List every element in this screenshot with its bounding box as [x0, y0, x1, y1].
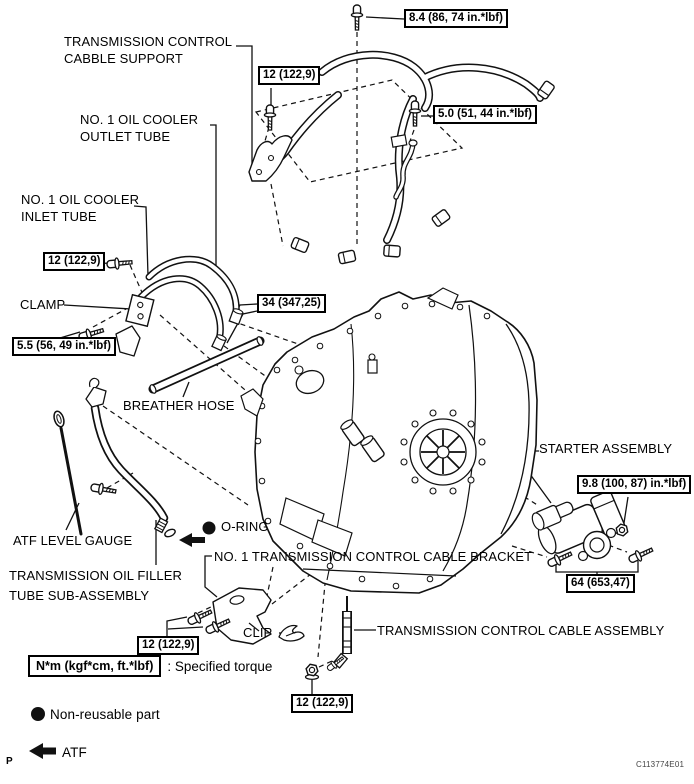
non-reusable-marker-icon [202, 521, 216, 535]
label-line: NO. 1 OIL COOLER [21, 192, 140, 207]
label-oil-cooler-outlet-tube: NO. 1 OIL COOLER OUTLET TUBE [80, 111, 198, 145]
legend-atf-arrow-icon [29, 743, 56, 759]
torque-box-64: 64 (653,47) [566, 574, 635, 593]
torque-box-8-4: 8.4 (86, 74 in.*lbf) [404, 9, 508, 28]
label-oil-filler-tube: TRANSMISSION OIL FILLER TUBE SUB-ASSEMBL… [9, 566, 182, 605]
label-line: TUBE SUB-ASSEMBLY [9, 587, 150, 603]
oil-filler-tube-illustration [85, 377, 169, 534]
torque-box-12-left: 12 (122,9) [43, 252, 106, 271]
bolt-icon [408, 100, 422, 127]
torque-box-12-top: 12 (122,9) [258, 66, 321, 85]
label-transmission-control-cable-support: TRANSMISSION CONTROL CABBLE SUPPORT [64, 33, 232, 67]
torque-box-9-8: 9.8 (100, 87) in.*lbf) [577, 475, 692, 494]
label-clamp: CLAMP [20, 297, 66, 312]
bolt-icon [263, 104, 277, 131]
cable-support-bracket-illustration [248, 135, 293, 182]
legend-torque-unit-box: N*m (kgf*cm, ft.*lbf) [28, 655, 162, 677]
label-line: TRANSMISSION CONTROL [64, 34, 233, 49]
torque-box-5-0: 5.0 (51, 44 in.*lbf) [433, 105, 537, 124]
label-line: CABBLE SUPPORT [64, 51, 183, 66]
starter-illustration [531, 490, 626, 562]
legend-torque-meaning: : Specified torque [167, 658, 273, 674]
atf-level-gauge-illustration [53, 410, 83, 536]
legend-non-reusable-icon [31, 707, 45, 721]
clip-illustration [278, 624, 305, 642]
label-line: NO. 1 OIL COOLER [80, 112, 199, 127]
breather-hose-illustration [148, 336, 265, 394]
bolt-icon [350, 4, 364, 31]
bolt-icon [105, 255, 134, 271]
atf-flow-arrow-icon [179, 533, 205, 547]
legend-atf-text: ATF [62, 745, 87, 760]
clamp-illustration [115, 293, 155, 357]
torque-box-5-5: 5.5 (56, 49 in.*lbf) [12, 337, 116, 356]
o-ring-illustration [164, 528, 176, 538]
torque-box-34: 34 (347,25) [257, 294, 326, 313]
label-oil-cooler-inlet-tube: NO. 1 OIL COOLER INLET TUBE [21, 191, 139, 225]
ground-wire-illustration [393, 139, 418, 200]
label-o-ring: O-RING [221, 519, 269, 534]
torque-box-12-bottom-right: 12 (122,9) [291, 694, 354, 713]
label-line: OUTLET TUBE [80, 129, 171, 144]
torque-box-12-bottom-left: 12 (122,9) [137, 636, 200, 655]
transaxle-illustration [240, 287, 538, 594]
label-line: INLET TUBE [21, 209, 97, 224]
label-clip: CLIP [243, 625, 273, 640]
nut-icon [304, 662, 320, 678]
page-marker: P [6, 756, 13, 767]
cable-bracket-illustration [212, 587, 272, 645]
label-cable-assembly: TRANSMISSION CONTROL CABLE ASSEMBLY [377, 623, 665, 638]
bolt-icon [185, 605, 215, 628]
bolt-icon [626, 543, 656, 566]
legend-non-reusable-text: Non-reusable part [50, 707, 160, 722]
legend-specified-torque: N*m (kgf*cm, ft.*lbf) : Specified torque [28, 655, 272, 677]
label-breather-hose: BREATHER HOSE [123, 398, 235, 413]
label-line: TRANSMISSION OIL FILLER [9, 568, 183, 583]
label-starter-assembly: STARTER ASSEMBLY [539, 441, 673, 456]
label-cable-bracket: NO. 1 TRANSMISSION CONTROL CABLE BRACKET [214, 549, 533, 564]
label-atf-level-gauge: ATF LEVEL GAUGE [13, 533, 133, 548]
bolt-icon [89, 480, 118, 498]
oil-cooler-tubes-illustration [137, 255, 244, 352]
figure-code: C113774E01 [636, 760, 685, 769]
